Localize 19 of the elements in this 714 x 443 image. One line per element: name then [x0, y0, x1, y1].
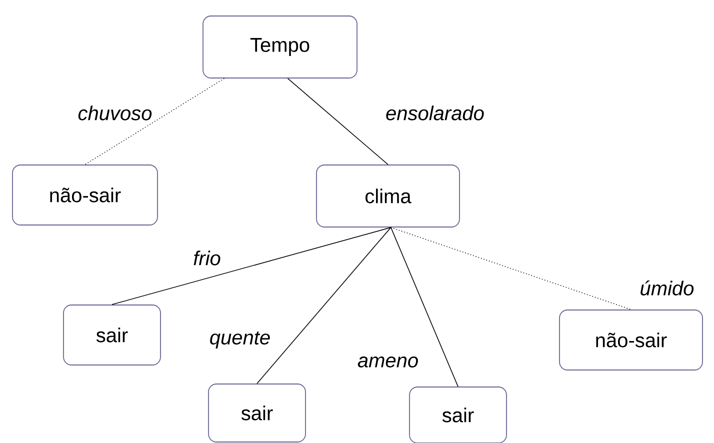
branch-line: [256, 227, 392, 384]
branch-line: [390, 227, 632, 310]
decision-box: não-sair: [12, 164, 158, 226]
branch-line: [287, 78, 388, 165]
branch-line: [112, 227, 392, 305]
decision-box: não-sair: [559, 310, 703, 370]
branch-line: [390, 227, 458, 387]
edge-label: quente: [208, 330, 272, 350]
branch-line: [84, 78, 225, 165]
decision-box: sair: [409, 386, 507, 443]
edge-label: frio: [192, 250, 222, 266]
edge-label: ensolarado: [384, 104, 486, 122]
decision-box: sair: [208, 384, 306, 442]
decision-box: Tempo: [202, 16, 358, 78]
decision-box: clima: [316, 164, 460, 228]
decision-box: sair: [63, 304, 161, 366]
edge-label: chuvoso: [76, 104, 154, 122]
edge-label: úmido: [638, 280, 696, 296]
edge-label: ameno: [356, 356, 420, 368]
